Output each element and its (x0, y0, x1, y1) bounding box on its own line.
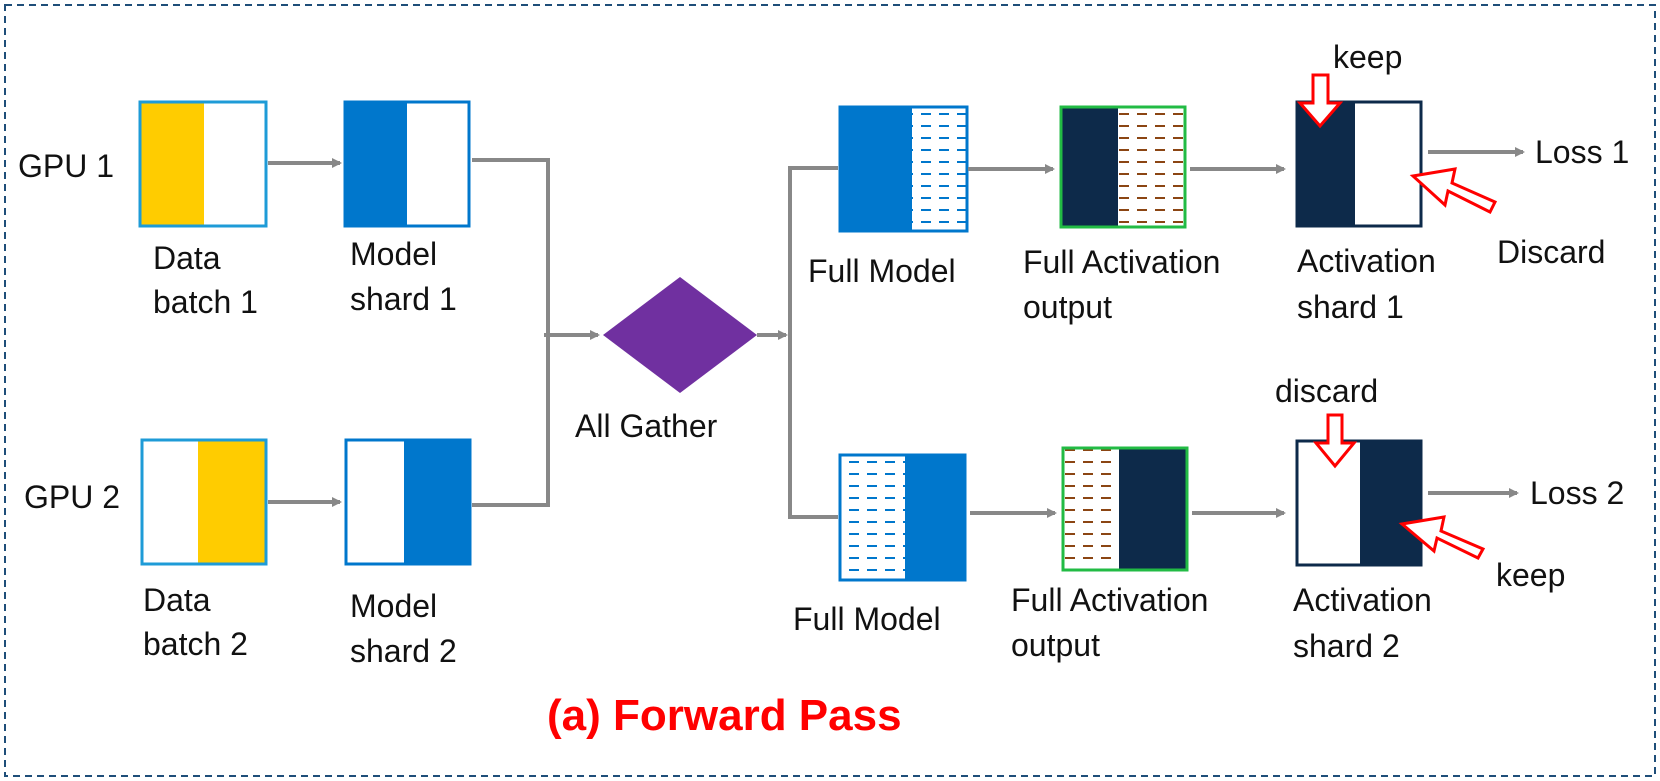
full-model-1-block (838, 105, 969, 233)
full-model-1-label: Full Model (808, 253, 956, 289)
full-activation-2-block (1061, 446, 1189, 572)
full-activation-2-label-2: output (1011, 627, 1100, 663)
full-model-2-label: Full Model (793, 601, 941, 637)
model-shard-1-label: Model (350, 236, 437, 272)
keep-callout-label-1: keep (1333, 39, 1402, 75)
model-shard-1-label-2: shard 1 (350, 281, 457, 317)
discard-diagonal-arrow-icon (1409, 167, 1498, 215)
full-activation-1-label: Full Activation (1023, 244, 1220, 280)
loss-1-label: Loss 1 (1535, 134, 1629, 170)
keep-callout-label-2: keep (1496, 557, 1565, 593)
connector-model2-to-gather (472, 335, 550, 507)
activation-shard-2-block (1295, 439, 1423, 567)
data-batch-1-label: Data (153, 240, 221, 276)
data-batch-2-block (140, 438, 268, 566)
model-shard-2-block (344, 438, 472, 566)
diagram-title: (a) Forward Pass (547, 691, 902, 740)
activation-shard-1-label: Activation (1297, 243, 1436, 279)
data-batch-1-block (138, 100, 268, 228)
activation-shard-1-block (1295, 100, 1423, 228)
model-shard-2-label-2: shard 2 (350, 633, 457, 669)
full-activation-1-label-2: output (1023, 289, 1112, 325)
discard-callout-label-2: discard (1275, 373, 1378, 409)
gpu2-label: GPU 2 (24, 479, 120, 515)
loss-2-label: Loss 2 (1530, 475, 1624, 511)
keep-diagonal-arrow-icon (1398, 515, 1486, 560)
activation-shard-2-label: Activation (1293, 582, 1432, 618)
activation-shard-2-label-2: shard 2 (1293, 628, 1400, 664)
discard-down-arrow-icon (1312, 413, 1358, 469)
model-shard-1-block (343, 100, 471, 228)
outer-dashed-frame (4, 4, 1656, 777)
all-gather-diamond (603, 277, 757, 393)
all-gather-label: All Gather (575, 408, 718, 444)
data-batch-1-label-2: batch 1 (153, 284, 258, 320)
gpu1-label: GPU 1 (18, 148, 114, 184)
full-activation-2-label: Full Activation (1011, 582, 1208, 618)
full-activation-1-block (1059, 105, 1187, 229)
full-model-2-block (838, 453, 967, 582)
data-batch-2-label-2: batch 2 (143, 626, 248, 662)
data-batch-2-label: Data (143, 582, 211, 618)
model-shard-2-label: Model (350, 588, 437, 624)
activation-shard-1-label-2: shard 1 (1297, 289, 1404, 325)
keep-down-arrow-icon (1296, 73, 1344, 129)
discard-callout-label-1: Discard (1497, 234, 1605, 270)
connector-model1-to-gather (472, 158, 550, 335)
